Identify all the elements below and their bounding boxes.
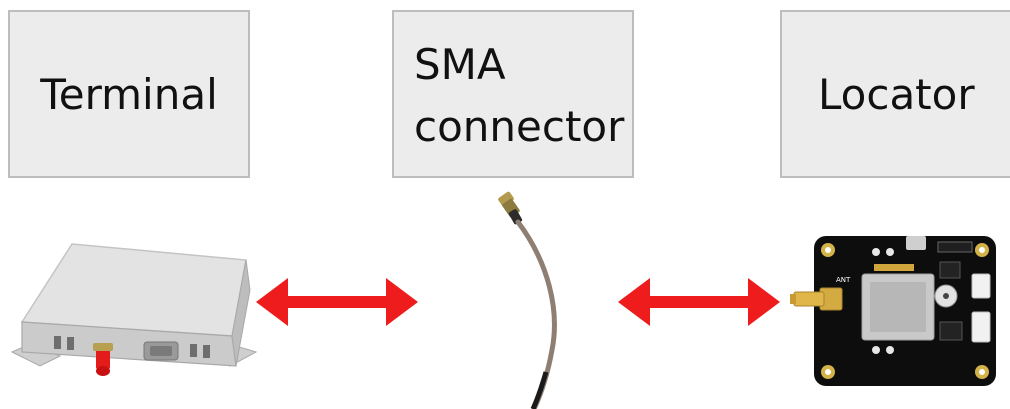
sma-cable-image: [498, 191, 557, 409]
sma-label-line1: SMA: [414, 40, 506, 89]
arrow-head-right: [748, 278, 780, 326]
arrow-head-left: [618, 278, 650, 326]
arrow-head-right: [386, 278, 418, 326]
ant-silkscreen-label: ANT: [836, 276, 851, 284]
vent-slot: [67, 337, 74, 350]
locator-label-box: Locator: [780, 10, 1010, 178]
double-arrow-right: [618, 278, 780, 326]
sma-connector-label-box: SMA connector: [392, 10, 634, 178]
locator-board-image: ANT: [790, 236, 996, 386]
terminal-label: Terminal: [40, 69, 218, 119]
terminal-label-box: Terminal: [8, 10, 250, 178]
vent-slot: [203, 345, 210, 358]
locator-label: Locator: [818, 69, 975, 119]
vent-slot: [190, 344, 197, 357]
antenna-connector: [96, 348, 110, 370]
vent-slot: [54, 336, 61, 349]
sma-label-line2: connector: [414, 102, 625, 151]
terminal-device-image: [10, 243, 258, 376]
double-arrow-left: [256, 278, 418, 326]
arrow-head-left: [256, 278, 288, 326]
